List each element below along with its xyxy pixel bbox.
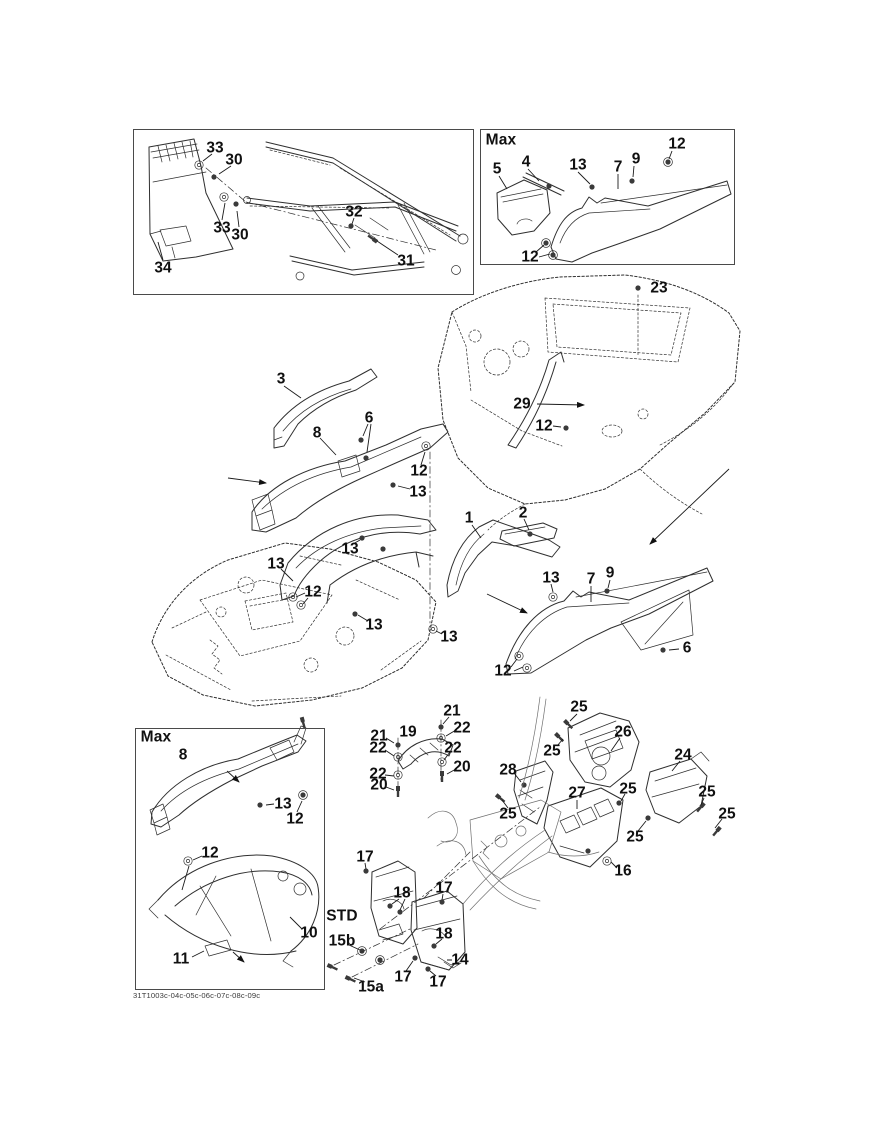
callout-24: 24 bbox=[674, 746, 692, 764]
callout-32: 32 bbox=[345, 203, 363, 221]
callout-17: 17 bbox=[435, 879, 453, 897]
callout-25: 25 bbox=[543, 742, 561, 760]
callout-26: 26 bbox=[614, 723, 632, 741]
callout-15a: 15a bbox=[358, 978, 384, 996]
callout-25: 25 bbox=[499, 805, 517, 823]
callout-8: 8 bbox=[312, 424, 322, 442]
callout-8: 8 bbox=[178, 746, 188, 764]
rear-body-panel-art bbox=[437, 274, 741, 545]
callout-17: 17 bbox=[356, 848, 374, 866]
callout-29: 29 bbox=[513, 395, 531, 413]
callout-12: 12 bbox=[410, 462, 428, 480]
callout-21: 21 bbox=[370, 727, 388, 745]
callout-15b: 15b bbox=[328, 932, 356, 950]
callout-12: 12 bbox=[201, 844, 219, 862]
callout-25: 25 bbox=[619, 780, 637, 798]
callout-13: 13 bbox=[274, 795, 292, 813]
callout-25: 25 bbox=[698, 783, 716, 801]
callout-18: 18 bbox=[435, 925, 453, 943]
callout-2: 2 bbox=[518, 504, 528, 522]
callout-13: 13 bbox=[365, 616, 383, 634]
side-panel-and-pad-art bbox=[446, 518, 561, 614]
callout-16: 16 bbox=[614, 862, 632, 880]
callout-20: 20 bbox=[370, 776, 388, 794]
callout-19: 19 bbox=[399, 723, 417, 741]
callout-17: 17 bbox=[394, 968, 412, 986]
callout-7: 7 bbox=[613, 158, 623, 176]
callout-27: 27 bbox=[568, 784, 586, 802]
max-upper-inset-art bbox=[496, 150, 732, 263]
callout-1: 1 bbox=[464, 509, 474, 527]
part-code-footer: 31T1003c-04c-05c-06c-07c-08c-09c bbox=[133, 991, 261, 1000]
callout-13: 13 bbox=[409, 483, 427, 501]
callout-28: 28 bbox=[499, 761, 517, 779]
callout-14: 14 bbox=[451, 951, 469, 969]
callout-12: 12 bbox=[494, 662, 512, 680]
callout-7: 7 bbox=[586, 570, 596, 588]
callout-5: 5 bbox=[492, 160, 502, 178]
callout-22: 22 bbox=[369, 765, 387, 783]
frame-inset-art bbox=[148, 138, 469, 281]
callout-25: 25 bbox=[626, 828, 644, 846]
callout-12: 12 bbox=[304, 583, 322, 601]
callout-33: 33 bbox=[206, 139, 224, 157]
callout-12: 12 bbox=[668, 135, 686, 153]
callout-22: 22 bbox=[444, 739, 462, 757]
callout-10: 10 bbox=[300, 924, 318, 942]
callout-6: 6 bbox=[364, 409, 374, 427]
callout-31: 31 bbox=[397, 252, 415, 270]
callout-13: 13 bbox=[267, 555, 285, 573]
std-group-art bbox=[325, 860, 466, 985]
callout-6: 6 bbox=[682, 639, 692, 657]
grab-handle-art bbox=[279, 514, 437, 622]
callout-25: 25 bbox=[718, 805, 736, 823]
callout-12: 12 bbox=[521, 248, 539, 266]
callout-13: 13 bbox=[569, 156, 587, 174]
callout-18: 18 bbox=[393, 884, 411, 902]
callout-21: 21 bbox=[443, 702, 461, 720]
skid-plates-art bbox=[493, 712, 723, 868]
callout-13: 13 bbox=[341, 540, 359, 558]
callout-13: 13 bbox=[542, 569, 560, 587]
callout-17: 17 bbox=[429, 973, 447, 991]
callout-11: 11 bbox=[172, 950, 190, 968]
callout-3: 3 bbox=[276, 370, 286, 388]
max-upper-inset-box bbox=[480, 129, 735, 265]
bracket-19-art bbox=[384, 716, 457, 799]
callout-max: Max bbox=[140, 728, 172, 746]
frame-inset-box bbox=[133, 129, 474, 295]
callout-std: STD bbox=[326, 907, 358, 925]
callout-23: 23 bbox=[650, 279, 668, 297]
callout-22: 22 bbox=[369, 739, 387, 757]
callout-13: 13 bbox=[440, 628, 458, 646]
callout-30: 30 bbox=[225, 151, 243, 169]
callout-30: 30 bbox=[231, 226, 249, 244]
callout-12: 12 bbox=[286, 810, 304, 828]
max-lower-inset-art bbox=[148, 715, 320, 968]
callout-4: 4 bbox=[521, 153, 531, 171]
callout-9: 9 bbox=[605, 564, 615, 582]
footrest-right-art bbox=[428, 567, 714, 675]
callout-9: 9 bbox=[631, 150, 641, 168]
callout-25: 25 bbox=[570, 698, 588, 716]
footrest-left-art bbox=[227, 423, 449, 626]
callout-20: 20 bbox=[453, 758, 471, 776]
callout-34: 34 bbox=[154, 259, 172, 277]
callout-33: 33 bbox=[213, 219, 231, 237]
footrest-extension-art bbox=[273, 368, 378, 449]
lower-frame-art bbox=[379, 696, 618, 930]
max-lower-inset-box bbox=[135, 728, 325, 990]
callout-max: Max bbox=[485, 131, 517, 149]
front-fender-art bbox=[151, 542, 437, 707]
callout-12: 12 bbox=[535, 417, 553, 435]
callout-22: 22 bbox=[453, 719, 471, 737]
